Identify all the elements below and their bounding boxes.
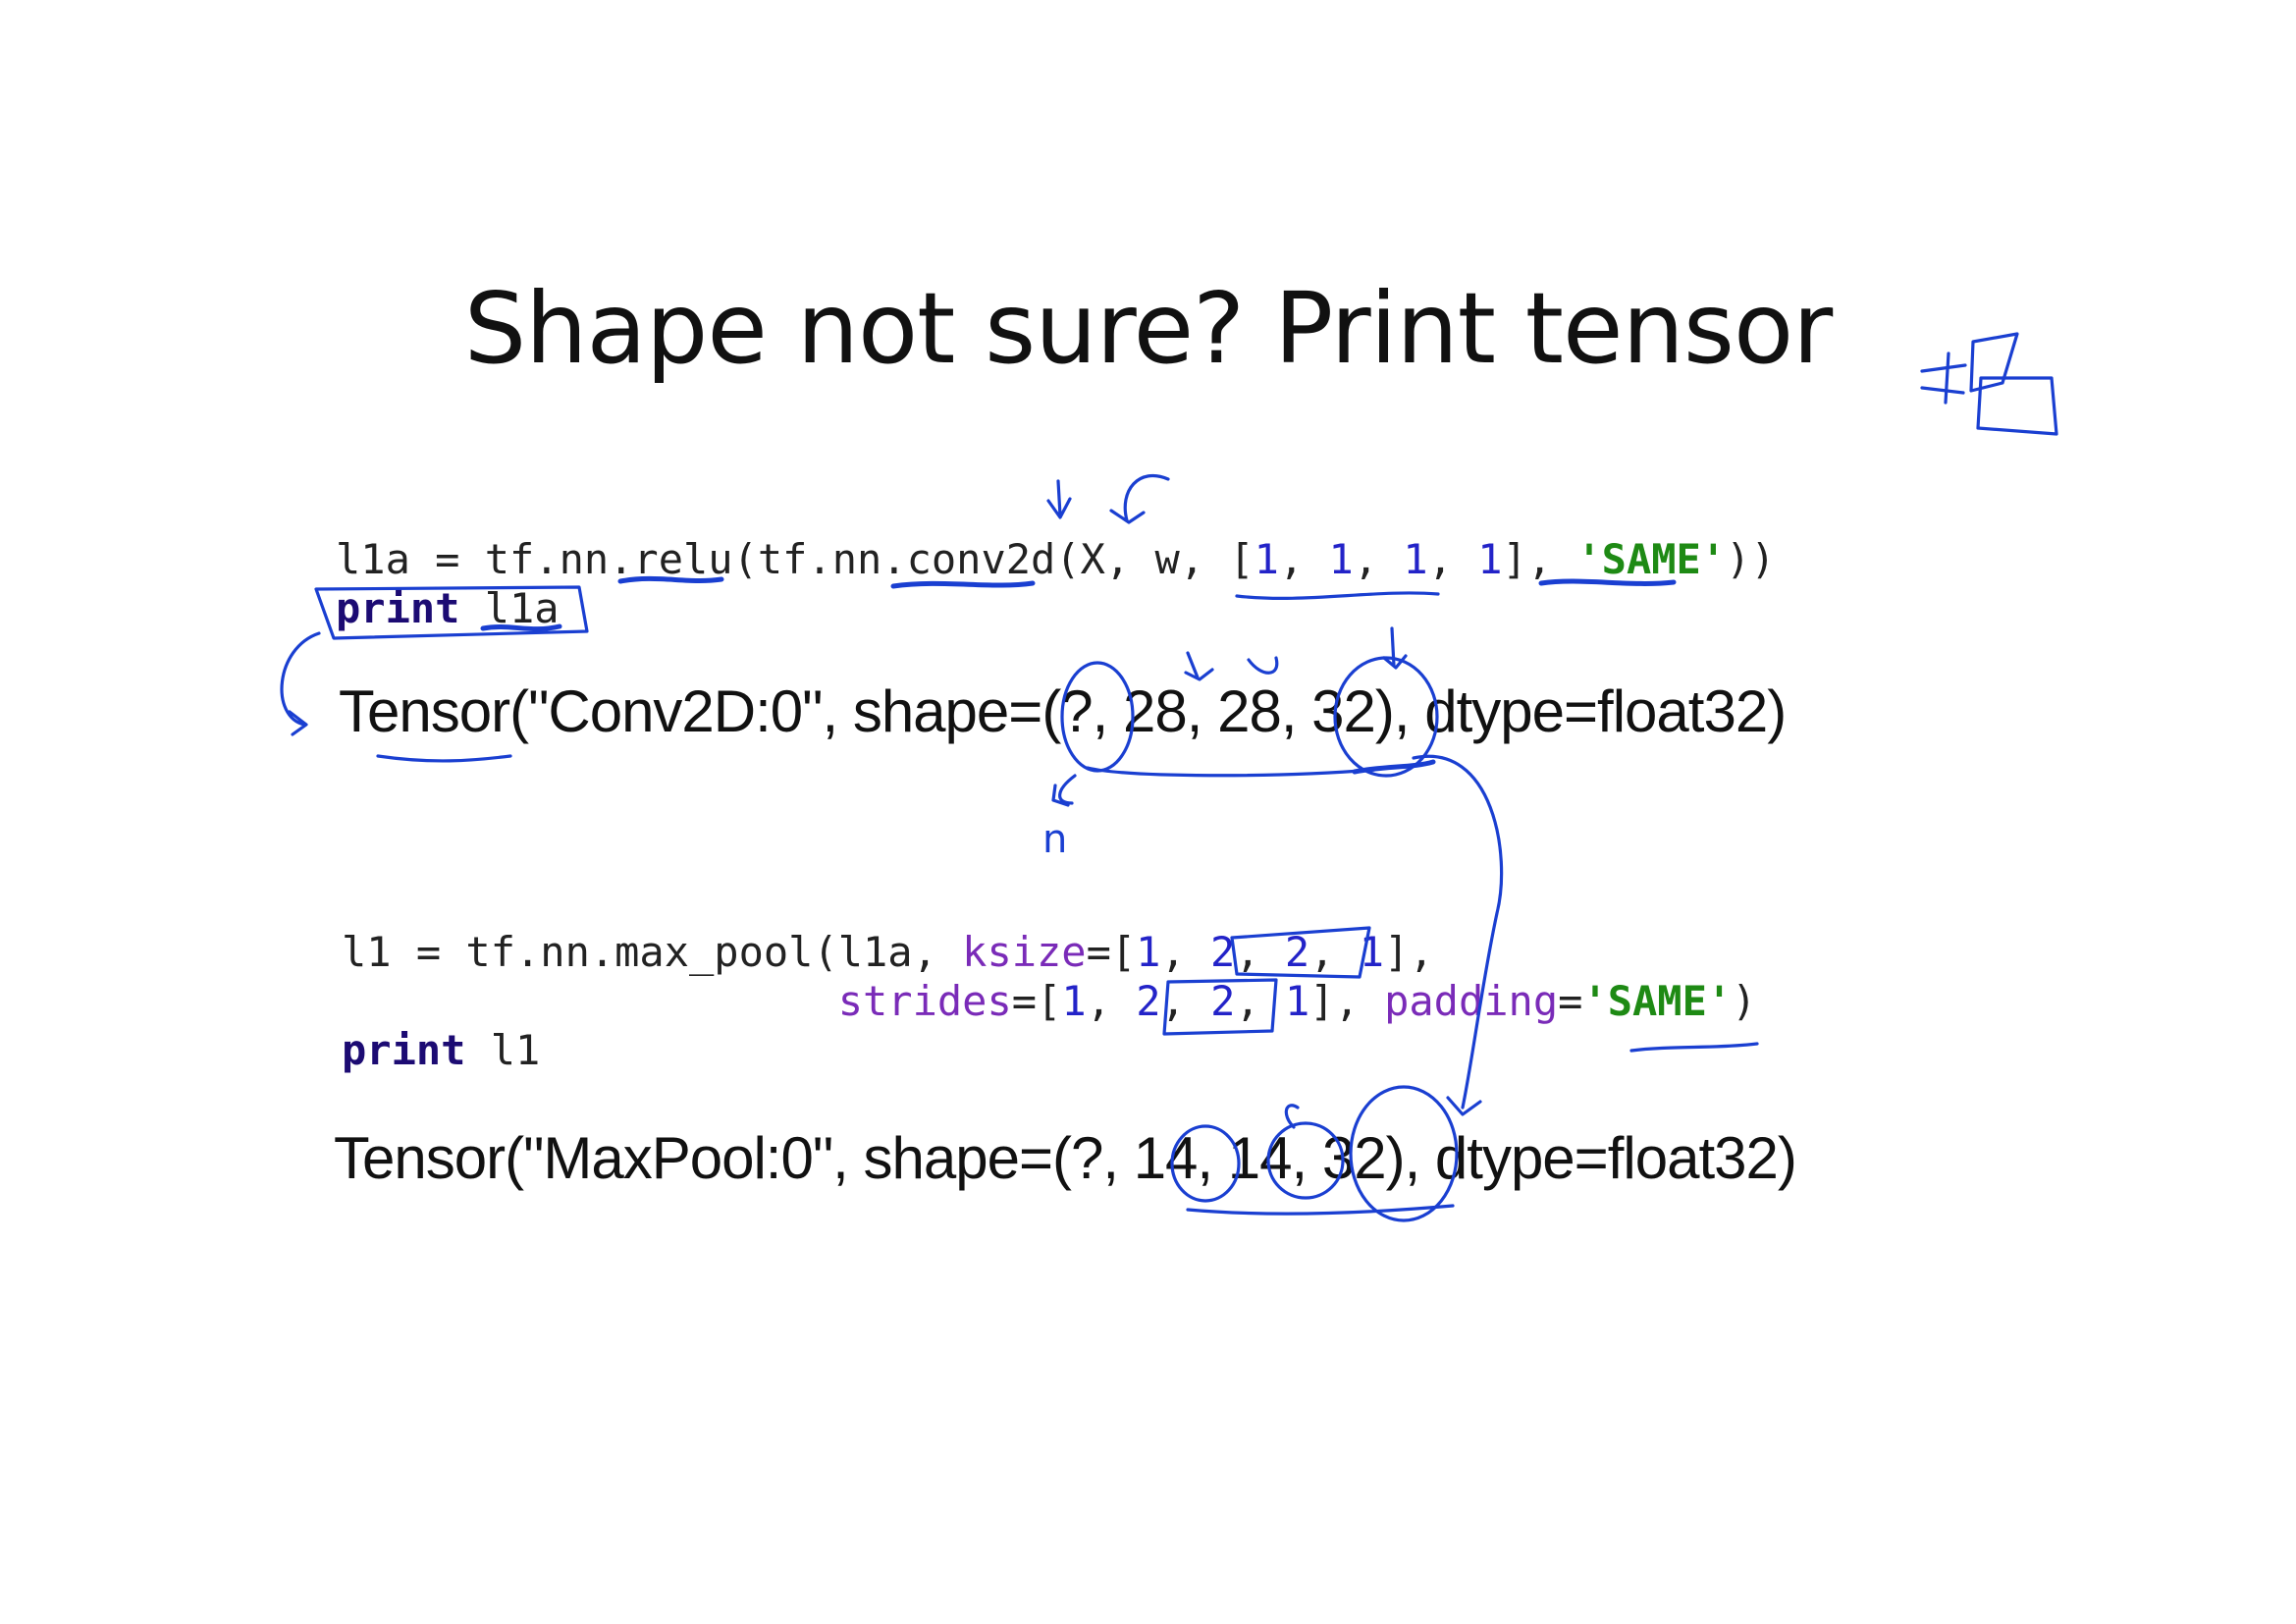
underline-tensor xyxy=(376,754,512,763)
code-line-maxpool: l1 = tf.nn.max_pool(l1a, ksize=[1, 2, 2,… xyxy=(342,928,1434,976)
handwritten-n: n xyxy=(1042,817,1067,862)
small-arrow-a xyxy=(1184,651,1214,681)
arrow-under-batch xyxy=(1051,774,1077,807)
code-line-print-l1a: print l1a xyxy=(336,584,560,632)
code-line-print-l1: print l1 xyxy=(342,1026,541,1074)
slide-title: Shape not sure? Print tensor xyxy=(463,271,1834,386)
output-conv2d: Tensor("Conv2D:0", shape=(?, 28, 28, 32)… xyxy=(339,678,1787,744)
code-line-conv2d: l1a = tf.nn.relu(tf.nn.conv2d(X, w, [1, … xyxy=(336,535,1776,583)
small-arrow-b xyxy=(1247,656,1279,675)
down-arrow-mark xyxy=(1046,479,1072,519)
curl-arrow-mark xyxy=(1109,473,1170,524)
code-block-conv: l1a = tf.nn.relu(tf.nn.conv2d(X, w, [1, … xyxy=(336,535,1776,633)
mark-under-32 xyxy=(1352,759,1436,775)
connect-line xyxy=(1086,766,1376,778)
code-line-strides: strides=[1, 2, 2, 1], padding='SAME') xyxy=(837,977,1757,1025)
code-block-maxpool: l1 = tf.nn.max_pool(l1a, ksize=[1, 2, 2,… xyxy=(342,928,1756,1075)
small-arrow-c xyxy=(1382,626,1408,670)
underline-14-14 xyxy=(1186,1204,1455,1216)
output-maxpool: Tensor("MaxPool:0", shape=(?, 14, 14, 32… xyxy=(334,1125,1797,1191)
left-curl-arrow xyxy=(280,631,321,736)
